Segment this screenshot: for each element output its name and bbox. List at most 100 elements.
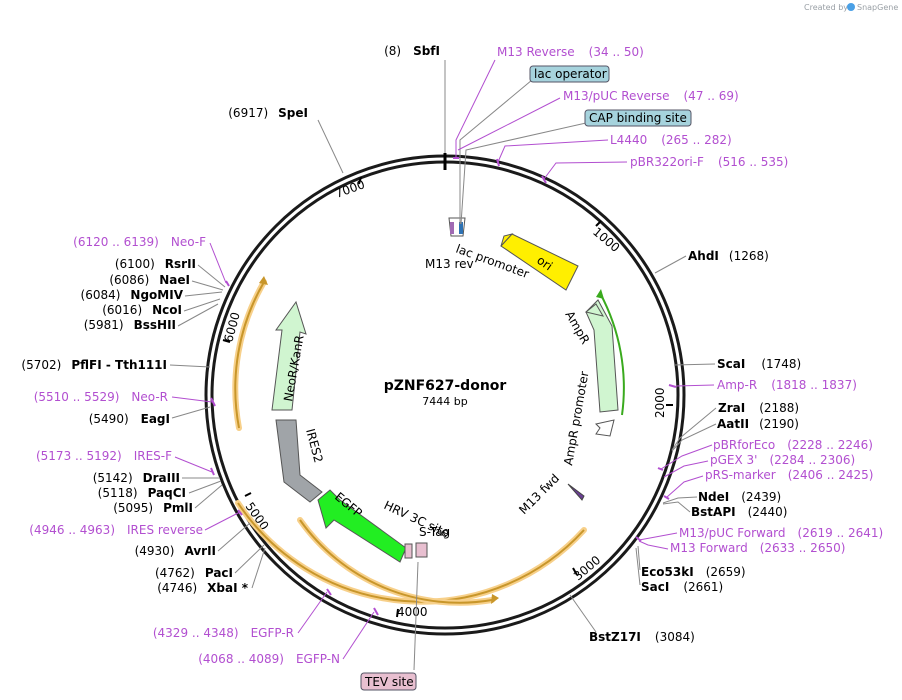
feature-label-s-tag: S-Tag <box>419 525 450 539</box>
feature-ampr[interactable] <box>585 299 619 413</box>
enzyme-bstapi[interactable]: BstAPI(2440) <box>691 505 787 519</box>
enzyme-sbfi[interactable]: (8)SbfI <box>384 44 440 58</box>
feature-ires2[interactable] <box>275 419 323 503</box>
leader-egfpn <box>342 611 375 660</box>
leader-avrii <box>217 522 251 552</box>
primer-ires-reverse[interactable]: (4946 .. 4963)IRES reverse <box>29 523 203 537</box>
leader-l4440 <box>497 139 609 163</box>
plasmid-name: pZNF627-donor <box>384 378 507 394</box>
primer-m13puc-reverse[interactable]: M13/pUC Reverse(47 .. 69) <box>563 89 739 103</box>
feature-box-lac-operator[interactable] <box>529 65 610 83</box>
enzyme-eco53ki[interactable]: Eco53kI(2659) <box>641 565 746 579</box>
primer-l4440[interactable]: L4440(265 .. 282) <box>610 133 732 147</box>
enzyme-ncoi[interactable]: (6016)NcoI <box>102 303 182 317</box>
enzyme-ndei[interactable]: NdeI(2439) <box>698 490 781 504</box>
enzyme-avrii[interactable]: (4930)AvrII <box>135 544 216 558</box>
enzyme-bstz17i[interactable]: BstZ17I(3084) <box>589 630 695 644</box>
primer-pbrforeco[interactable]: pBRforEco(2228 .. 2246) <box>713 438 873 452</box>
tick-label-4000: 4000 <box>397 605 428 619</box>
enzyme-ahdi[interactable]: AhdI(1268) <box>688 249 769 263</box>
leader-neor <box>171 396 213 403</box>
feature-s-tag[interactable] <box>415 542 428 558</box>
primer-neo-r[interactable]: (5510 .. 5529)Neo-R <box>34 390 168 404</box>
enzyme-paqci[interactable]: (5118)PaqCI <box>98 486 186 500</box>
leader-pbr322 <box>543 161 628 180</box>
leader-lac-operator <box>459 79 533 224</box>
tick-label-2000: 2000 <box>653 387 667 418</box>
tick-mark-3000 <box>572 567 578 576</box>
leader-pgex <box>663 460 709 478</box>
feature-label-m13-rev: M13 rev <box>425 257 474 271</box>
enzyme-aatii[interactable]: AatII(2190) <box>717 417 799 431</box>
enzyme-ngomiv[interactable]: (6084)NgoMIV <box>81 288 184 302</box>
credit-prefix: Created by <box>804 3 848 12</box>
feature-box-label-cap: CAP binding site <box>589 111 687 125</box>
feature-egfp[interactable] <box>317 489 407 563</box>
feature-box-cap[interactable] <box>584 109 692 127</box>
leader-ncoi <box>183 298 221 312</box>
feature-label-ampr-promoter: AmpR promoter <box>561 370 591 466</box>
orf-arrow-neo <box>259 276 268 285</box>
feature-box-label-tev: TEV site <box>364 675 414 689</box>
enzyme-spei[interactable]: (6917)SpeI <box>228 106 308 120</box>
feature-ampr-promoter[interactable] <box>595 419 615 437</box>
primer-amp-r[interactable]: Amp-R(1818 .. 1837) <box>717 378 857 392</box>
leader-ampr <box>675 384 715 387</box>
enzyme-labels-right: AhdI(1268) ScaI(1748) ZraI(2188) AatII(2… <box>589 249 801 644</box>
primer-pbr322ori-f[interactable]: pBR322ori-F(516 .. 535) <box>630 155 788 169</box>
enzyme-eagi[interactable]: (5490)EagI <box>89 412 170 426</box>
feature-hrv3c[interactable] <box>404 543 413 559</box>
leader-rsrii <box>197 264 226 288</box>
credit-brand: SnapGene <box>857 3 898 12</box>
orf-arc-egfp-outer <box>237 502 585 603</box>
enzyme-rsrii[interactable]: (6100)RsrII <box>115 257 196 271</box>
leader-bstz17i <box>569 594 597 633</box>
enzyme-xbai[interactable]: (4746)XbaI * <box>157 581 248 595</box>
primer-pgex3[interactable]: pGEX 3'(2284 .. 2306) <box>710 453 855 467</box>
primer-mark-egfpn <box>373 607 379 616</box>
enzyme-labels-left: (8)SbfI (6917)SpeI (6100)RsrII (6086)Nae… <box>21 44 440 595</box>
enzyme-paci[interactable]: (4762)PacI <box>155 566 233 580</box>
orf-halo-neo <box>232 279 267 431</box>
primer-m13-reverse[interactable]: M13 Reverse(34 .. 50) <box>497 45 644 59</box>
leader-m13-fwd <box>638 540 669 550</box>
leader-m13puc-fwd <box>638 532 678 541</box>
primer-mark-m13fwd <box>635 536 642 542</box>
primer-egfp-r[interactable]: (4329 .. 4348)EGFP-R <box>153 626 294 640</box>
enzyme-scai[interactable]: ScaI(1748) <box>717 357 801 371</box>
primer-ires-f[interactable]: (5173 .. 5192)IRES-F <box>36 449 172 463</box>
enzyme-saci[interactable]: SacI(2661) <box>641 580 723 594</box>
primer-egfp-n[interactable]: (4068 .. 4089)EGFP-N <box>198 652 340 666</box>
leader-zrai <box>671 407 717 451</box>
orf-arc-neo <box>234 281 265 429</box>
leader-paqci <box>188 480 222 494</box>
primer-neo-f[interactable]: (6120 .. 6139)Neo-F <box>73 235 206 249</box>
orf-arrow-ampr <box>596 289 604 299</box>
enzyme-pmli[interactable]: (5095)PmlI <box>113 501 193 515</box>
leader-bsshii <box>177 303 219 327</box>
enzyme-naei[interactable]: (6086)NaeI <box>109 273 190 287</box>
enzyme-pflfi-tth111i[interactable]: (5702)PflFI - Tth111I <box>21 358 167 372</box>
enzyme-zrai[interactable]: ZraI(2188) <box>718 401 799 415</box>
leader-spei <box>317 119 344 174</box>
feature-m13-rev-mark <box>450 222 454 234</box>
snapgene-logo-icon <box>847 3 855 11</box>
feature-box-tev[interactable] <box>360 672 417 691</box>
primer-mark-prs <box>663 495 670 500</box>
enzyme-bsshii[interactable]: (5981)BssHII <box>84 318 176 332</box>
leader-scai <box>673 363 716 366</box>
primer-m13puc-forward[interactable]: M13/pUC Forward(2619 .. 2641) <box>679 526 883 540</box>
feature-m13-fwd[interactable] <box>567 483 585 501</box>
tick-mark-4000 <box>396 608 399 618</box>
leader-ahdi <box>654 255 687 274</box>
feature-neor-kanr[interactable] <box>271 300 307 411</box>
leader-iresf <box>174 456 213 473</box>
tick-mark-5000 <box>244 492 252 497</box>
primer-prs-marker[interactable]: pRS-marker(2406 .. 2425) <box>705 468 873 482</box>
enzyme-draiii[interactable]: (5142)DraIII <box>93 471 180 485</box>
primer-mark-l4440 <box>496 158 500 167</box>
primer-mark-egfpr <box>326 588 332 596</box>
primer-m13-forward[interactable]: M13 Forward(2633 .. 2650) <box>670 541 845 555</box>
tick-mark-1000 <box>595 220 602 227</box>
leader-bstapi <box>662 501 691 513</box>
